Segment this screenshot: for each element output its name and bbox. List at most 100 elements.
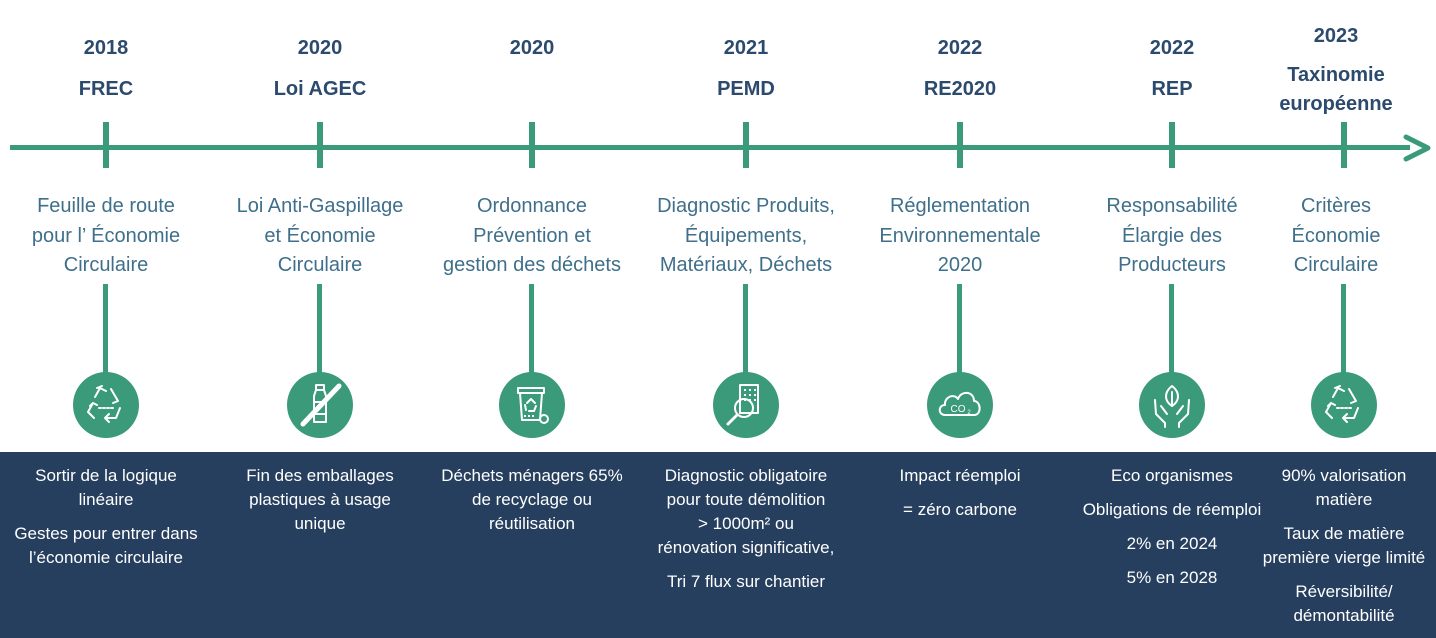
detail-entry: 2% en 2024 <box>1054 532 1290 556</box>
no-plastic-bottle-icon <box>287 372 353 438</box>
detail-line: 90% valorisation <box>1281 466 1407 485</box>
svg-text:CO: CO <box>951 404 966 415</box>
detail-line: > 1000m² ou <box>698 514 794 533</box>
detail-entry: Diagnostic obligatoire pour toute démoli… <box>634 464 858 560</box>
detail-line: de recyclage ou <box>471 490 593 509</box>
item-details: Eco organismes Obligations de réemploi 2… <box>1054 464 1290 600</box>
detail-line: première vierge limité <box>1262 548 1426 567</box>
detail-line: Eco organismes <box>1111 466 1233 485</box>
detail-entry: Impact réemploi <box>854 464 1066 488</box>
detail-line: linéaire <box>78 490 134 509</box>
detail-line: Obligations de réemploi <box>1082 500 1262 519</box>
detail-line: Fin des emballages <box>246 466 394 485</box>
timeline-item-taxinomie: 2023 Taxinomie européenne Critères Écono… <box>1238 0 1434 638</box>
item-details: Fin des emballages plastiques à usage un… <box>214 464 426 546</box>
detail-line: Impact réemploi <box>899 466 1021 485</box>
description-line: Environnementale <box>879 224 1041 247</box>
description-line: Critères <box>1300 195 1371 217</box>
detail-line: unique <box>294 514 346 533</box>
svg-text:2: 2 <box>967 410 971 416</box>
item-abbreviation: RE2020 <box>923 78 997 100</box>
detail-entry: Déchets ménagers 65% de recyclage ou réu… <box>426 464 638 536</box>
description-line: Producteurs <box>1118 254 1226 276</box>
description-line: Réglementation <box>889 195 1031 217</box>
detail-line: Taux de matière <box>1283 524 1405 543</box>
detail-entry: Gestes pour entrer dans l’économie circu… <box>0 522 212 570</box>
detail-entry: = zéro carbone <box>854 498 1066 522</box>
detail-line: Diagnostic obligatoire <box>664 466 828 485</box>
timeline-item-frec: 2018 FREC Feuille de route pour l’ Écono… <box>0 0 212 638</box>
item-year: 2021 <box>723 37 769 59</box>
item-year: 2022 <box>937 37 983 59</box>
item-year: 2023 <box>1313 25 1359 47</box>
timeline-tick <box>957 122 963 168</box>
detail-entry: Tri 7 flux sur chantier <box>634 570 858 594</box>
description-line: Loi Anti-Gaspillage <box>236 195 404 217</box>
timeline-item-ordonnance: 2020 Ordonnance Prévention et gestion de… <box>426 0 638 638</box>
abbreviation-line: européenne <box>1279 93 1393 115</box>
recycle-icon <box>1311 372 1377 438</box>
detail-entry: Eco organismes <box>1054 464 1290 488</box>
item-description: Diagnostic Produits, Équipements, Matéri… <box>628 192 864 281</box>
timeline-tick <box>317 122 323 168</box>
detail-line: pour toute démolition <box>666 490 826 509</box>
co2-cloud-icon: CO 2 <box>927 372 993 438</box>
timeline-axis <box>10 145 1410 150</box>
item-year: 2020 <box>509 37 555 59</box>
connector-line <box>1169 284 1174 374</box>
item-details: Impact réemploi = zéro carbone <box>854 464 1066 532</box>
timeline-arrowhead-icon <box>1403 134 1431 162</box>
recycle-icon <box>73 372 139 438</box>
timeline-item-loi-agec: 2020 Loi AGEC Loi Anti-Gaspillage et Éco… <box>214 0 426 638</box>
item-description: Responsabilité Élargie des Producteurs <box>1054 192 1290 281</box>
detail-entry: 90% valorisation matière <box>1252 464 1436 512</box>
description-line: et Économie <box>264 224 376 247</box>
detail-line: Tri 7 flux sur chantier <box>666 572 826 591</box>
item-abbreviation: Taxinomie européenne <box>1238 61 1434 119</box>
connector-line <box>743 284 748 374</box>
item-description: Critères Économie Circulaire <box>1238 192 1434 281</box>
item-abbreviation: Loi AGEC <box>273 78 367 100</box>
detail-line: Sortir de la logique <box>35 466 177 485</box>
item-description: Réglementation Environnementale 2020 <box>842 192 1078 281</box>
connector-line <box>957 284 962 374</box>
detail-line: plastiques à usage <box>249 490 391 509</box>
description-line: Responsabilité <box>1106 195 1238 217</box>
item-description: Loi Anti-Gaspillage et Économie Circulai… <box>202 192 438 281</box>
timeline-tick <box>743 122 749 168</box>
timeline-tick <box>103 122 109 168</box>
detail-line: matière <box>1315 490 1373 509</box>
description-line: Matériaux, Déchets <box>659 254 833 276</box>
detail-entry: Taux de matière première vierge limité <box>1252 522 1436 570</box>
detail-entry: Sortir de la logique linéaire <box>0 464 212 512</box>
description-line: Diagnostic Produits, <box>657 195 835 217</box>
description-line: Équipements, <box>684 224 808 247</box>
timeline-item-re2020: 2022 RE2020 Réglementation Environnement… <box>854 0 1066 638</box>
building-magnifier-icon <box>713 372 779 438</box>
description-line: Élargie des <box>1121 224 1223 247</box>
detail-entry: Réversibilité/ démontabilité <box>1252 580 1436 628</box>
item-year: 2022 <box>1149 37 1195 59</box>
item-details: Sortir de la logique linéaire Gestes pou… <box>0 464 212 580</box>
connector-line <box>103 284 108 374</box>
description-line: Ordonnance <box>476 195 588 217</box>
abbreviation-line: Taxinomie <box>1287 64 1385 86</box>
connector-line <box>1341 284 1346 374</box>
detail-entry: 5% en 2028 <box>1054 566 1290 590</box>
description-line: Économie <box>1291 224 1381 247</box>
description-line: Prévention et <box>473 224 591 247</box>
detail-line: Réversibilité/ <box>1295 582 1393 601</box>
detail-line: Déchets ménagers 65% <box>441 466 623 485</box>
detail-line: démontabilité <box>1293 606 1395 625</box>
detail-entry: Obligations de réemploi <box>1054 498 1290 522</box>
timeline-tick <box>529 122 535 168</box>
item-details: 90% valorisation matière Taux de matière… <box>1252 464 1436 638</box>
connector-line <box>317 284 322 374</box>
connector-line <box>529 284 534 374</box>
detail-line: = zéro carbone <box>903 500 1017 519</box>
item-details: Déchets ménagers 65% de recyclage ou réu… <box>426 464 638 546</box>
detail-line: l’économie circulaire <box>28 548 183 567</box>
hands-leaf-icon <box>1139 372 1205 438</box>
description-line: gestion des déchets <box>443 254 621 276</box>
description-line: Circulaire <box>1293 254 1379 276</box>
